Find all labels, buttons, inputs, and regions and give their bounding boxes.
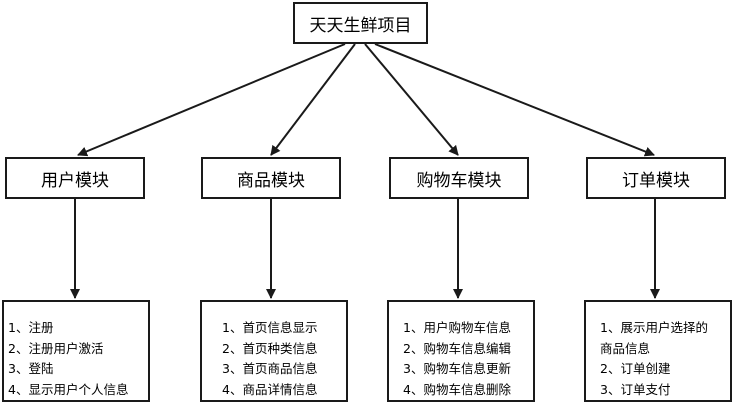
module-title: 购物车模块 — [416, 170, 502, 191]
list-item: 1、注册 — [8, 320, 54, 335]
module-title: 商品模块 — [237, 170, 305, 191]
detail-list-order: 1、展示用户选择的 商品信息 2、订单创建 3、订单支付 — [584, 300, 732, 402]
module-title: 订单模块 — [622, 170, 690, 191]
list-item: 3、登陆 — [8, 361, 54, 376]
list-item: 2、购物车信息编辑 — [403, 340, 511, 356]
list-item: 4、显示用户个人信息 — [8, 381, 129, 397]
list-item: 3、购物车信息更新 — [403, 361, 511, 376]
list-item: 1、首页信息显示 — [222, 320, 318, 335]
detail-list-user: 1、注册 2、注册用户激活 3、登陆 4、显示用户个人信息 — [2, 300, 150, 402]
root-title: 天天生鲜项目 — [309, 15, 412, 36]
list-item: 3、首页商品信息 — [222, 361, 318, 376]
module-title: 用户模块 — [41, 170, 109, 191]
connector-root-to-cart-module — [364, 43, 459, 156]
list-item: 1、展示用户选择的 — [600, 320, 708, 335]
detail-list-cart: 1、用户购物车信息 2、购物车信息编辑 3、购物车信息更新 4、购物车信息删除 — [387, 300, 535, 402]
module-node-product: 商品模块 — [201, 157, 341, 199]
list-item: 2、注册用户激活 — [8, 340, 104, 356]
module-node-order: 订单模块 — [586, 157, 726, 199]
list-item: 2、首页种类信息 — [222, 340, 318, 356]
connector-root-to-product-module — [270, 43, 356, 156]
connector-root-to-user-module — [77, 43, 346, 157]
list-item: 4、商品详情信息 — [222, 381, 318, 397]
list-item: 3、订单支付 — [600, 381, 671, 397]
connector-root-to-order-module — [374, 43, 655, 157]
list-item: 4、购物车信息删除 — [403, 381, 511, 397]
list-item: 商品信息 — [600, 340, 651, 356]
list-item: 2、订单创建 — [600, 361, 671, 376]
module-node-user: 用户模块 — [5, 157, 145, 199]
list-item: 1、用户购物车信息 — [403, 320, 511, 335]
root-node: 天天生鲜项目 — [293, 2, 428, 44]
detail-list-product: 1、首页信息显示 2、首页种类信息 3、首页商品信息 4、商品详情信息 — [200, 300, 348, 402]
module-node-cart: 购物车模块 — [389, 157, 529, 199]
